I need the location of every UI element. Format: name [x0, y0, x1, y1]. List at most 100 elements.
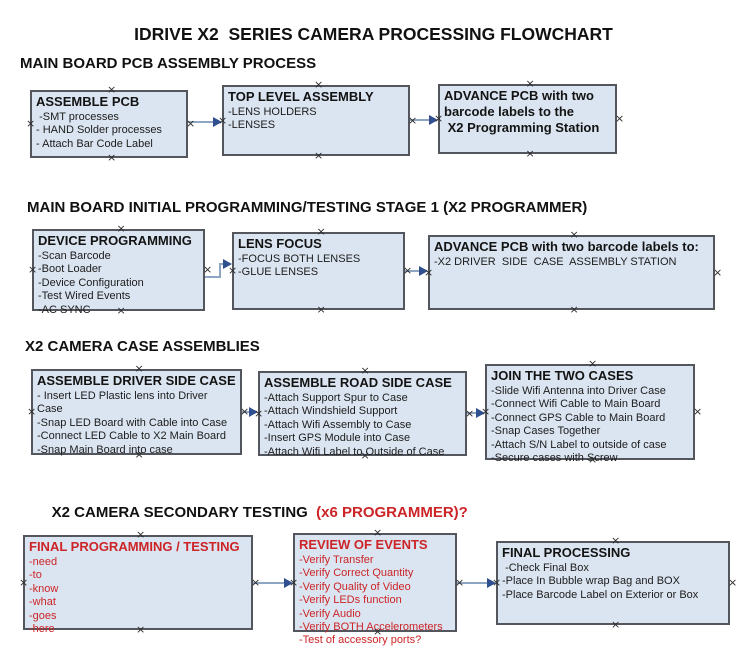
flow-box-advance-pcb-driver-side: ADVANCE PCB with two barcode labels to: … [424, 229, 722, 315]
arrow-line [467, 412, 478, 414]
box-item: -FOCUS BOTH LENSES [238, 253, 361, 265]
box-item: -goes [29, 609, 57, 622]
box-items: -Check Final Box-Place In Bubble wrap Ba… [502, 562, 724, 602]
arrow-head-icon [429, 115, 438, 125]
box-items: -X2 DRIVER SIDE CASE ASSEMBLY STATION [434, 256, 709, 269]
section-heading-secondary-testing: X2 CAMERA SECONDARY TESTING (x6 PROGRAMM… [35, 487, 468, 538]
page-title: IDRIVE X2 SERIES CAMERA PROCESSING FLOWC… [134, 24, 613, 44]
connector-handle-icon: × [316, 303, 326, 316]
box-item: -Connect Wifi Cable to Main Board [491, 398, 661, 411]
box-item: -Snap LED Board with Cable into Case [37, 416, 228, 429]
arrow-head-icon [476, 408, 485, 418]
box-item: -Attach Wifi Assembly to Case [264, 418, 412, 431]
box-item: -here [29, 623, 55, 636]
flow-box-advance-pcb-programming-station: ADVANCE PCB with two barcode labels to t… [434, 78, 624, 159]
box-title: ASSEMBLE PCB [36, 94, 140, 109]
box-item: -Verify Correct Quantity [299, 567, 414, 580]
box-item: -GLUE LENSES [238, 266, 319, 279]
arrow-head-icon [213, 117, 222, 127]
connector-handle-icon: × [713, 265, 723, 279]
arrow-line [253, 582, 286, 584]
box-items: - Insert LED Plastic lens into Driver Ca… [37, 390, 236, 457]
section-heading-pcb-assembly: MAIN BOARD PCB ASSEMBLY PROCESS [20, 55, 317, 72]
box-item: -Device Configuration [38, 276, 144, 289]
box-item: -Place In Bubble wrap Bag and BOX [502, 575, 680, 588]
box-title: FINAL PROCESSING [502, 545, 631, 560]
box-item: -AC SYNC [38, 303, 91, 316]
arrow-head-icon [419, 266, 428, 276]
box-title: ASSEMBLE ROAD SIDE CASE [264, 375, 452, 390]
box-items: -need-to-know-what-goes-here [29, 556, 247, 636]
box-item: -LENSES [228, 119, 276, 132]
flow-box-top-level-assembly: TOP LEVEL ASSEMBLY -LENS HOLDERS-LENSES … [218, 79, 417, 161]
box-items: -SMT processes- HAND Solder processes- A… [36, 111, 182, 151]
box-item: -Verify Audio [299, 607, 361, 620]
box-item: -Connect LED Cable to X2 Main Board [37, 430, 226, 443]
box-items: -Verify Transfer-Verify Correct Quantity… [299, 554, 451, 648]
box-title: ASSEMBLE DRIVER SIDE CASE [37, 373, 236, 388]
flow-box-final-processing: FINAL PROCESSING -Check Final Box-Place … [492, 535, 737, 630]
flow-box-device-programming: DEVICE PROGRAMMING -Scan Barcode-Boot Lo… [28, 223, 212, 316]
box-item: -Verify LEDs function [299, 594, 402, 607]
arrow-line [457, 582, 489, 584]
connector-handle-icon: × [19, 575, 29, 589]
arrow-line [242, 411, 251, 413]
box-title: DEVICE PROGRAMMING [38, 233, 192, 248]
flow-box-assemble-road-side-case: ASSEMBLE ROAD SIDE CASE -Attach Support … [254, 365, 474, 461]
arrow-line [188, 121, 215, 123]
arrow-line [405, 270, 421, 272]
arrow-head-icon [487, 578, 496, 588]
connector-handle-icon: × [314, 149, 324, 162]
box-item: -Place Barcode Label on Exterior or Box [502, 588, 699, 601]
section-heading-red-part: (x6 PROGRAMMER)? [316, 504, 468, 521]
box-item: -Snap Cases Together [491, 425, 601, 438]
box-title: REVIEW OF EVENTS [299, 537, 428, 552]
connector-handle-icon: × [569, 303, 579, 316]
flow-box-lens-focus: LENS FOCUS -FOCUS BOTH LENSES-GLUE LENSE… [228, 226, 412, 315]
box-item: -LENS HOLDERS [228, 106, 317, 118]
box-items: -Scan Barcode-Boot Loader-Device Configu… [38, 250, 199, 317]
box-item: -need [29, 556, 58, 568]
box-item: - Attach Bar Code Label [36, 137, 153, 150]
box-item: - Insert LED Plastic lens into Driver Ca… [37, 390, 211, 416]
arrow-head-icon [284, 578, 293, 588]
section-heading-initial-programming: MAIN BOARD INITIAL PROGRAMMING/TESTING S… [27, 199, 588, 216]
box-item: -X2 DRIVER SIDE CASE ASSEMBLY STATION [434, 256, 677, 268]
connector-handle-icon: × [26, 117, 36, 130]
section-heading-case-assemblies: X2 CAMERA CASE ASSEMBLIES [25, 338, 260, 355]
box-item: -Insert GPS Module into Case [264, 432, 411, 445]
box-items: -Attach Support Spur to Case-Attach Wind… [264, 392, 461, 459]
box-items: -FOCUS BOTH LENSES-GLUE LENSES [238, 253, 399, 280]
flow-box-join-the-two-cases: JOIN THE TWO CASES -Slide Wifi Antenna i… [481, 358, 702, 465]
box-item: -Attach S/N Label to outside of case [491, 438, 667, 451]
box-item: -Scan Barcode [38, 250, 111, 262]
box-item: -Test of accessory ports? [299, 634, 422, 647]
box-title: ADVANCE PCB with two barcode labels to t… [444, 88, 600, 135]
connector-handle-icon: × [525, 147, 535, 160]
arrow-head-icon [249, 407, 258, 417]
flow-box-assemble-pcb: ASSEMBLE PCB -SMT processes- HAND Solder… [26, 84, 195, 163]
box-item: -Check Final Box [502, 562, 589, 574]
flow-box-final-programming-testing: FINAL PROGRAMMING / TESTING -need-to-kno… [19, 529, 260, 635]
arrow-line [410, 119, 431, 121]
connector-handle-icon: × [203, 263, 213, 276]
connector-handle-icon: × [693, 405, 703, 418]
flow-box-assemble-driver-side-case: ASSEMBLE DRIVER SIDE CASE - Insert LED P… [27, 363, 249, 460]
flow-connector-segment [205, 276, 221, 278]
box-title: JOIN THE TWO CASES [491, 368, 634, 383]
box-item: -what [29, 596, 56, 609]
box-item: -Verify Quality of Video [299, 580, 411, 593]
flow-box-review-of-events: REVIEW OF EVENTS -Verify Transfer-Verify… [289, 527, 464, 646]
box-items: -LENS HOLDERS-LENSES [228, 106, 404, 133]
arrow-head-icon [223, 259, 232, 269]
box-title: TOP LEVEL ASSEMBLY [228, 89, 374, 104]
box-item: -Verify Transfer [299, 554, 374, 566]
box-item: -Verify BOTH Accelerometers [299, 621, 443, 634]
connector-handle-icon: × [28, 263, 38, 276]
box-title: FINAL PROGRAMMING / TESTING [29, 539, 240, 554]
box-item: -Boot Loader [38, 263, 102, 276]
box-item: -Snap Main Board into case [37, 443, 173, 456]
box-item: -Attach Wifi Label to Outside of Case [264, 445, 445, 458]
connector-handle-icon: × [611, 618, 621, 631]
box-items: -Slide Wifi Antenna into Driver Case-Con… [491, 385, 689, 465]
